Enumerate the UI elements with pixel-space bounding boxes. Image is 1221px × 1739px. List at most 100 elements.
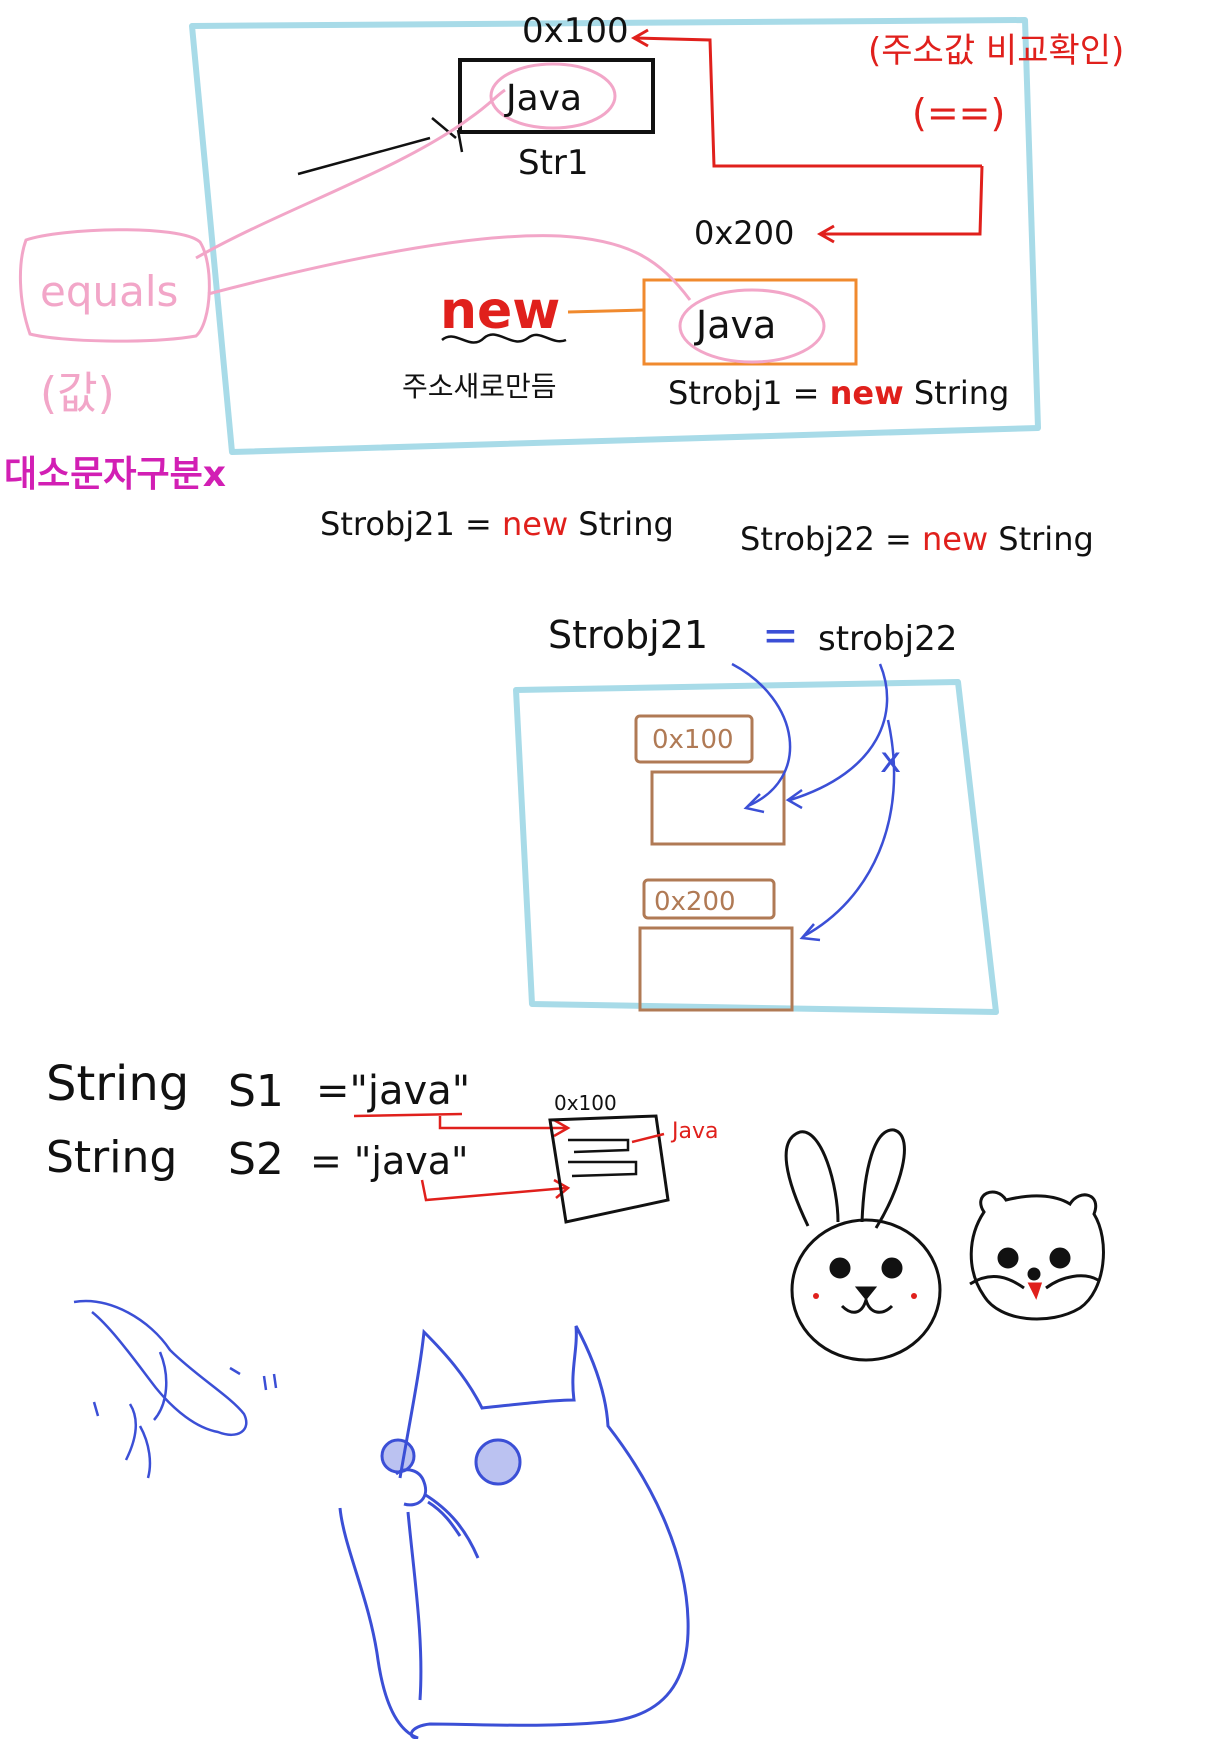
compare-operator: = — [762, 610, 799, 661]
cat-whiskers — [423, 1492, 480, 1559]
cat-eye-right — [474, 1438, 522, 1486]
rabbit-nose — [854, 1286, 878, 1301]
rabbit-eye-right — [881, 1257, 903, 1279]
str1-pointer-line — [297, 117, 464, 176]
strobj1-label-b: String — [904, 374, 1010, 412]
equals-box — [18, 228, 211, 343]
cat-doodle — [338, 1325, 690, 1739]
new-connector — [567, 308, 645, 314]
rabbit-mouth — [840, 1294, 894, 1314]
new-squiggle — [441, 333, 567, 344]
rabbit-cheek-right — [911, 1293, 917, 1299]
fish-fins — [124, 1351, 168, 1479]
strobj1-label-new: new — [830, 374, 904, 412]
s1-arrow — [438, 1116, 566, 1130]
strobj21-declaration: Strobj21 = new String — [320, 505, 674, 543]
s2-arrow — [420, 1179, 567, 1202]
fish-marks — [92, 1366, 278, 1417]
rabbit-left-ear — [784, 1130, 840, 1227]
addr-top-label: 0x100 — [522, 11, 629, 51]
case-note: 대소문자구분x — [4, 454, 226, 495]
arrow-strobj22-to-object1 — [789, 663, 889, 802]
addr1-label: 0x100 — [652, 725, 734, 755]
str1-label: Str1 — [518, 143, 589, 183]
hamster-eye-right — [1049, 1247, 1071, 1269]
s1-arrowhead — [553, 1118, 571, 1138]
cat-eye-left — [380, 1438, 416, 1474]
pool-box — [548, 1114, 670, 1224]
section-string-literal: String S1 ="java" String S2 = "java" 0x1… — [46, 1056, 718, 1224]
strobj21-decl-b: String — [568, 505, 674, 543]
cat-paw — [395, 1468, 427, 1507]
cross-mark: x — [880, 740, 901, 781]
note-eq-operator: (==) — [912, 91, 1005, 135]
strobj22-decl-new: new — [922, 520, 988, 558]
hamster-cheeks — [969, 1274, 1099, 1290]
equals-link-str1 — [195, 88, 506, 260]
object1-box — [650, 770, 786, 846]
compare-left: Strobj21 — [548, 613, 708, 657]
s2-name: S2 — [228, 1134, 284, 1185]
hamster-head — [969, 1190, 1105, 1321]
arrow-strobj21-to-object1 — [731, 662, 792, 808]
equals-note: (값) — [40, 368, 115, 419]
strobj1-box — [642, 278, 858, 366]
heap-frame — [513, 679, 999, 1015]
pool-addr: 0x100 — [554, 1091, 617, 1115]
section-object-compare: Strobj21 = new String Strobj22 = new Str… — [320, 505, 1094, 1015]
arrow-strobj22-to-object2 — [803, 719, 896, 938]
memory-frame — [189, 17, 1041, 455]
note-addr-compare: (주소값 비교확인) — [868, 31, 1124, 71]
rabbit-cheek-left — [813, 1293, 819, 1299]
pool-entry-1 — [568, 1138, 630, 1154]
arrow-to-0x200 — [820, 165, 984, 236]
fish-body — [73, 1299, 248, 1437]
s2-type: String — [46, 1132, 177, 1183]
strobj1-highlight — [678, 288, 826, 364]
rabbit-right-ear — [860, 1128, 906, 1229]
str1-box — [458, 58, 655, 134]
new-note: 주소새로만듬 — [402, 370, 557, 403]
fish-doodle — [73, 1299, 278, 1479]
strobj22-decl-a: Strobj22 = — [740, 520, 922, 558]
object2-box — [638, 926, 794, 1012]
cat-outline — [338, 1325, 690, 1739]
new-keyword: new — [440, 281, 560, 341]
s1-type: String — [46, 1056, 189, 1112]
strobj22-decl-b: String — [988, 520, 1094, 558]
addr2-label: 0x200 — [654, 887, 736, 917]
strobj1-label: Strobj1 = new String — [668, 374, 1009, 412]
pool-value: Java — [670, 1119, 718, 1144]
addr1-tag — [634, 714, 754, 764]
s2-value: = "java" — [310, 1139, 469, 1183]
s1-value: ="java" — [316, 1068, 470, 1114]
addr-second-label: 0x200 — [694, 214, 794, 252]
pool-value-arrow — [631, 1132, 665, 1144]
rabbit-doodle — [784, 1128, 942, 1362]
pool-entry-2 — [568, 1160, 638, 1178]
str1-value: Java — [504, 78, 582, 119]
equals-label: equals — [40, 267, 178, 316]
hamster-doodle — [969, 1190, 1105, 1321]
s1-name: S1 — [228, 1066, 284, 1117]
hamster-mouth — [1027, 1282, 1043, 1300]
strobj1-value: Java — [694, 303, 776, 347]
rabbit-head — [790, 1218, 942, 1362]
addr2-tag — [642, 878, 776, 920]
compare-right: strobj22 — [818, 619, 957, 659]
strobj21-decl-a: Strobj21 = — [320, 505, 502, 543]
arrowhead-strobj21 — [743, 793, 765, 814]
arrow-to-0x100 — [633, 36, 982, 168]
strobj21-decl-new: new — [502, 505, 568, 543]
arrowhead-0x200 — [816, 224, 835, 244]
strobj1-label-a: Strobj1 = — [668, 374, 830, 412]
strobj22-declaration: Strobj22 = new String — [740, 520, 1094, 558]
cat-leg — [406, 1511, 423, 1701]
s1-underline — [353, 1112, 463, 1118]
equals-link-strobj1 — [207, 234, 692, 301]
hamster-eye-left — [997, 1247, 1019, 1269]
rabbit-eye-left — [829, 1257, 851, 1279]
arrowhead-strobj22-object1 — [785, 788, 803, 810]
hamster-nose — [1027, 1267, 1041, 1281]
